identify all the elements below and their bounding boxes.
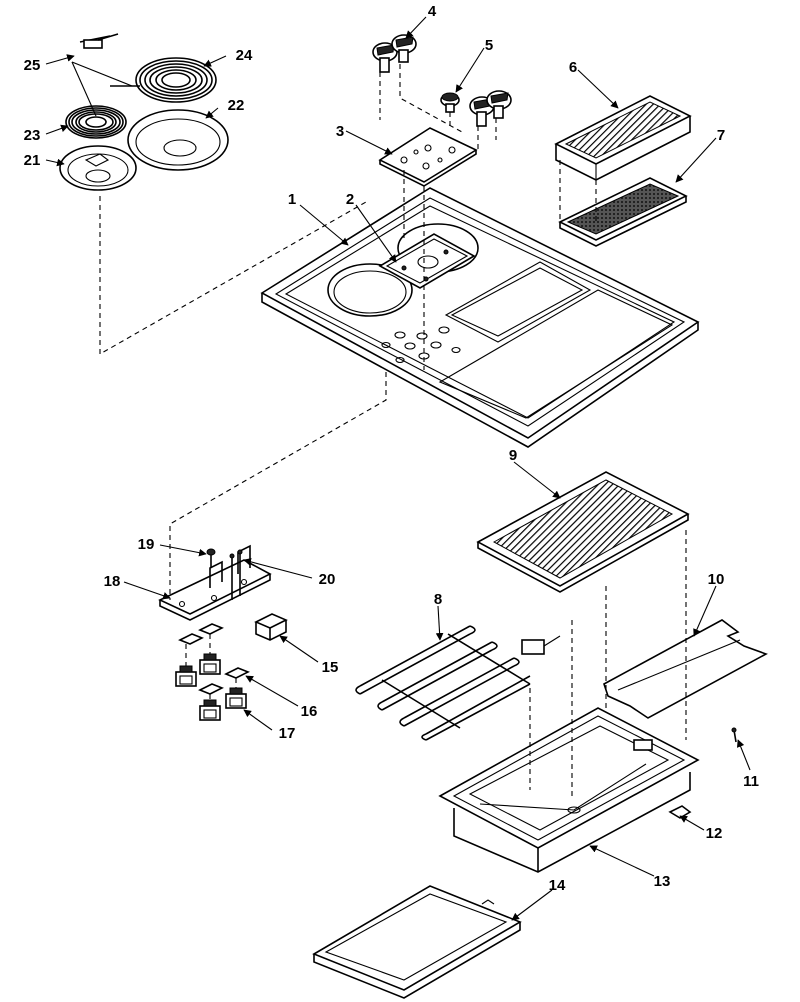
leader-lines: [45, 16, 751, 921]
callout-9: 9: [509, 447, 517, 464]
callout-15: 15: [322, 659, 339, 676]
switch-bracket: [158, 544, 272, 621]
callout-11: 11: [743, 773, 759, 790]
switch-a: [175, 665, 197, 687]
assembly-lines: [99, 64, 687, 796]
callout-10: 10: [708, 571, 725, 588]
callout-17: 17: [279, 725, 296, 742]
infinite-switches-17: [175, 653, 247, 721]
knob-top-right: [391, 34, 417, 63]
callout-labels: 1 2 3 4 5 6 7 8 9 10 11 12 13 14 15 16 1…: [24, 3, 759, 894]
knob-top-left: [372, 42, 398, 73]
heating-element-small: [65, 105, 127, 139]
callout-12: 12: [706, 825, 723, 842]
mesh-filter: [558, 177, 688, 247]
callout-8: 8: [434, 591, 442, 608]
switch-d: [225, 687, 247, 709]
callout-20: 20: [319, 571, 336, 588]
grill-heating-element: [355, 625, 561, 741]
callout-2: 2: [346, 191, 354, 208]
callout-7: 7: [717, 127, 725, 144]
heat-shield: [603, 619, 768, 719]
callout-18: 18: [104, 573, 121, 590]
control-plate: [378, 127, 478, 187]
cooktop-frame: [260, 187, 700, 448]
callout-13: 13: [654, 873, 671, 890]
screw-11: [731, 727, 737, 743]
grill-tray: [554, 95, 692, 181]
bolt-19: [206, 548, 216, 568]
callout-19: 19: [138, 536, 155, 553]
callout-4: 4: [428, 3, 437, 20]
drip-bowl-large: [127, 109, 229, 171]
callout-14: 14: [549, 877, 566, 894]
callout-6: 6: [569, 59, 577, 76]
knob-mid-right: [486, 90, 512, 119]
callout-25: 25: [24, 57, 41, 74]
knob-holes: [381, 326, 461, 364]
callout-1: 1: [288, 191, 296, 208]
drip-tray: [312, 885, 522, 999]
callout-16: 16: [301, 703, 318, 720]
drip-bowl-small: [59, 145, 137, 191]
switch-b: [199, 653, 221, 675]
callout-23: 23: [24, 127, 41, 144]
callout-21: 21: [24, 152, 41, 169]
callout-3: 3: [336, 123, 344, 140]
indicator-light: [440, 92, 460, 113]
clip-12: [668, 805, 692, 819]
insulator-pads-16: [178, 623, 250, 695]
callout-5: 5: [485, 37, 493, 54]
callout-22: 22: [228, 97, 245, 114]
callout-24: 24: [236, 47, 253, 64]
switch-c: [199, 699, 221, 721]
relay-15: [254, 613, 288, 641]
control-knobs: [372, 34, 512, 127]
heating-element-large: [110, 57, 217, 103]
burner-plate: [378, 233, 476, 289]
terminal-block: [71, 33, 133, 117]
grill-grate: [476, 471, 690, 593]
grill-housing: [438, 707, 700, 873]
screws-20: [229, 549, 243, 600]
